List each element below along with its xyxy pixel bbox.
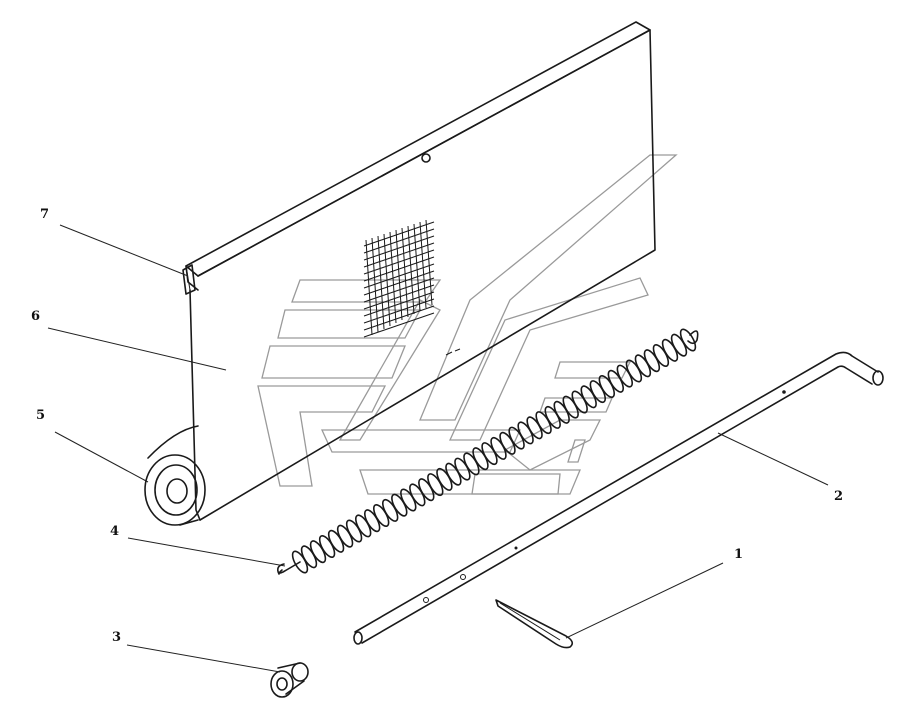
mesh-line [363,277,435,303]
leader-line-4 [127,537,286,567]
leader-line-6 [47,327,227,371]
mesh-line [363,305,435,331]
mesh-line [363,298,435,324]
edge-clip-icon [182,264,196,295]
mesh-line [425,219,433,306]
mesh-line [363,270,435,296]
callout-5: 5 [36,408,45,423]
callout-3: 3 [112,630,121,645]
callout-4: 4 [110,524,119,539]
mesh-line [363,242,435,268]
mesh-line [363,249,435,275]
leader-lines [47,224,829,673]
mesh-line [371,237,379,333]
mesh-line [363,256,435,282]
mesh-line [363,228,435,254]
mesh-line [363,235,435,261]
leader-line-2 [717,432,829,486]
mesh-line [363,291,435,317]
leader-line-5 [54,431,149,483]
callout-labels: 1 2 3 4 5 6 7 [31,207,843,645]
leader-line-3 [126,644,281,673]
callout-6: 6 [31,309,40,324]
bushing-icon [270,662,309,698]
mesh-line [401,227,409,318]
cotter-pin-icon [495,599,574,649]
mesh-line [389,231,397,324]
mesh-line [363,284,435,310]
callout-7: 7 [40,207,49,222]
leader-line-7 [59,224,189,277]
leader-line-1 [565,562,724,639]
mesh-line [365,239,373,336]
mesh-patch-icon [363,219,435,338]
callout-2: 2 [834,489,843,504]
mesh-line [419,221,427,309]
panel-sheet-icon [185,21,656,521]
mesh-line [413,223,421,312]
coil-spring-icon [277,328,699,575]
bent-rod-icon [353,351,884,645]
mesh-line [363,221,435,247]
roller-end-icon [144,425,206,526]
mesh-line [395,229,403,321]
mesh-line [363,263,435,289]
watermark-logo [257,154,678,495]
mesh-line [363,312,435,338]
spring-coil [679,328,697,352]
callout-1: 1 [734,547,743,562]
